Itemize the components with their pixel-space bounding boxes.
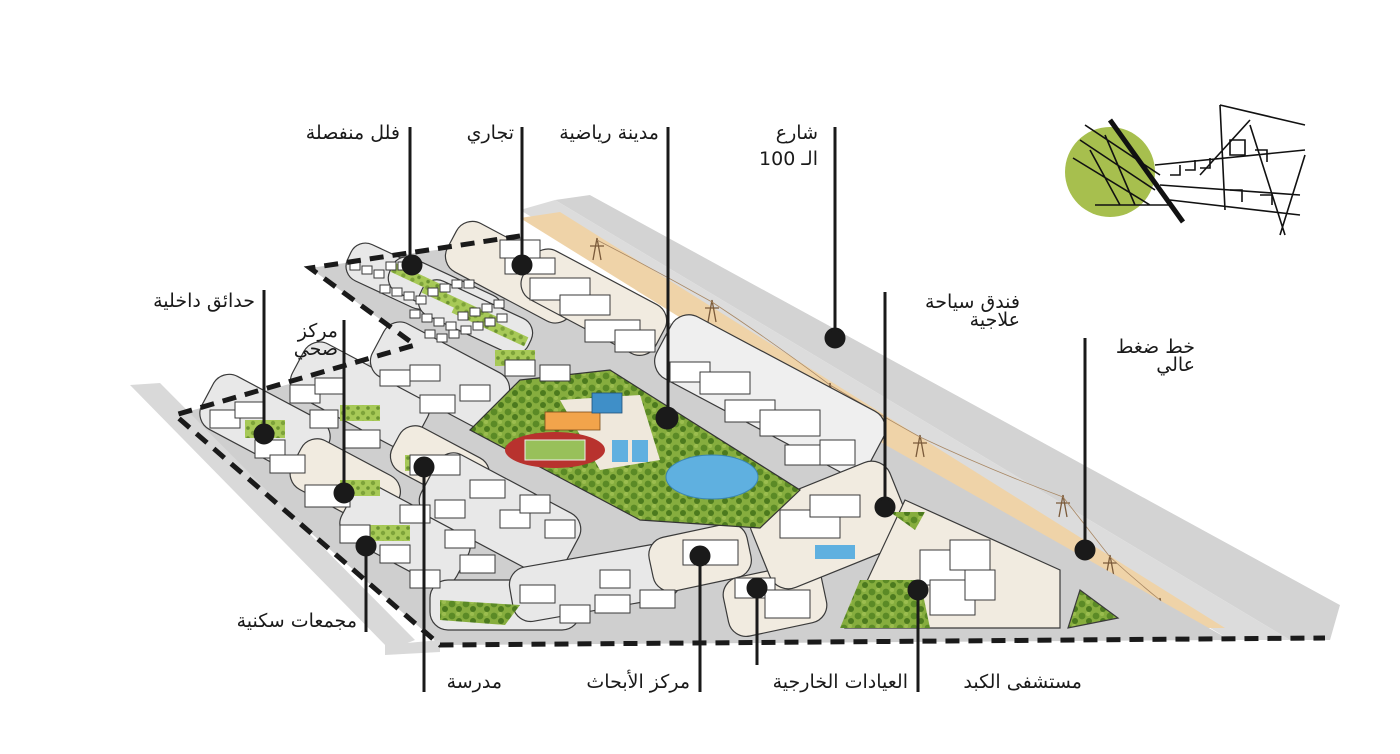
label-sports-city: مدينة رياضية (559, 122, 659, 144)
label-detached-villas: فلل منفصلة (305, 122, 400, 144)
label-commercial: تجاري (466, 122, 514, 144)
key-map (1065, 104, 1306, 236)
label-outpatient-clinics: العيادات الخارجية (772, 671, 908, 693)
label-liver-hospital: مستشفى الكبد (963, 671, 1082, 693)
label-residential-complexes: مجمعات سكنية (236, 610, 357, 632)
label-health-center-line2: صحي (293, 338, 338, 360)
label-high-voltage-line2: عالي (1156, 354, 1195, 376)
callouts (253, 127, 1096, 692)
label-health-center: مركز صحي (293, 320, 338, 360)
label-school: مدرسة (446, 671, 502, 693)
label-medical-tourism-hotel: فندق سياحة علاجية (925, 291, 1020, 331)
label-high-voltage-line1: خط ضغط (1115, 336, 1195, 358)
label-street-100: شارع الـ 100 (759, 122, 818, 170)
sports-park (469, 369, 801, 529)
label-health-center-line1: مركز (297, 320, 338, 342)
site-boundary (169, 233, 1326, 648)
label-medical-tourism-hotel-line1: فندق سياحة (925, 291, 1020, 313)
label-street-100-line1: شارع (775, 122, 818, 144)
label-internal-gardens: حدائق داخلية (153, 290, 255, 312)
label-medical-tourism-hotel-line2: علاجية (969, 309, 1020, 331)
label-research-center: مركز الأبحاث (586, 671, 690, 693)
label-high-voltage-line: خط ضغط عالي (1115, 336, 1195, 376)
label-street-100-line2: الـ 100 (759, 148, 818, 170)
